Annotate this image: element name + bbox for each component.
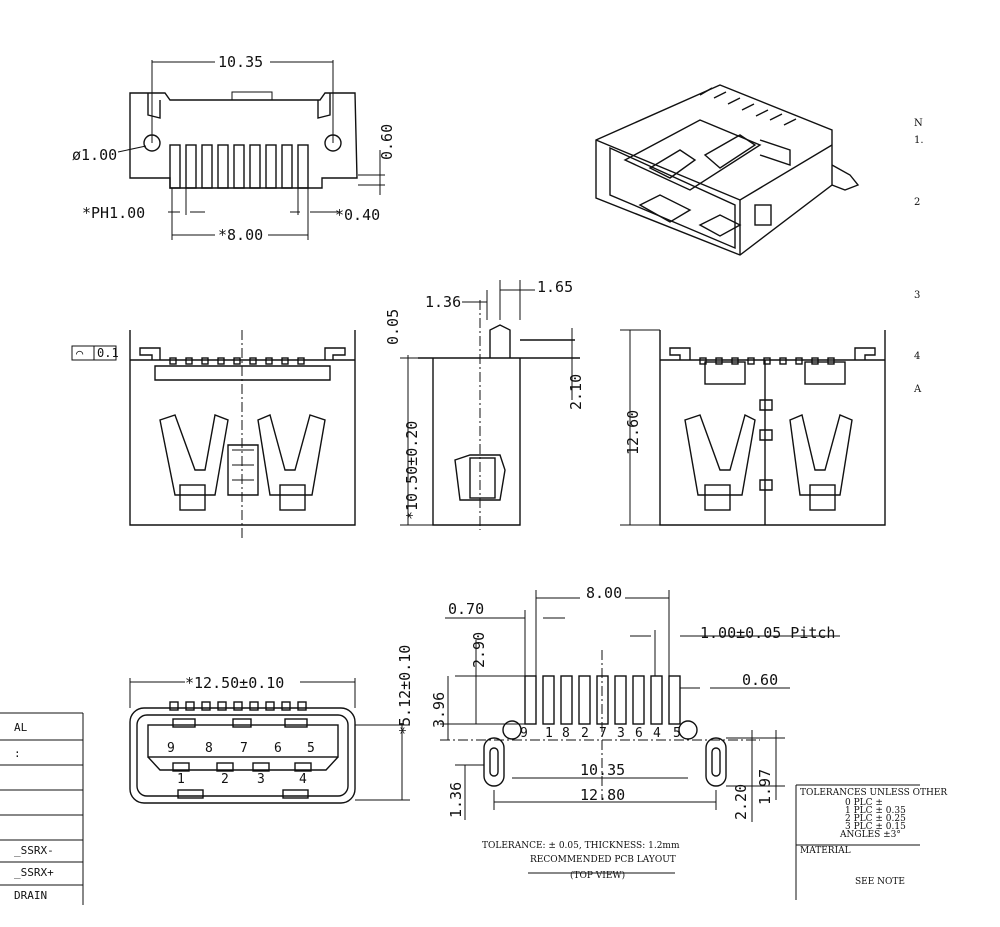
note-line: 2 bbox=[914, 197, 920, 208]
top-width-label: 10.35 bbox=[218, 53, 263, 71]
notes-margin: N 1. 2 3 4 A bbox=[913, 118, 924, 395]
pcb-pin-label: 3 bbox=[617, 726, 625, 741]
pcb-layout bbox=[440, 590, 840, 874]
pitch-label: *PH1.00 bbox=[82, 204, 145, 222]
pcb-pin-label: 8 bbox=[562, 726, 570, 741]
tolerance-header: TOLERANCES UNLESS OTHER bbox=[800, 788, 947, 798]
face-width-label: *12.50±0.10 bbox=[185, 674, 284, 692]
pcb-pin-label: 4 bbox=[653, 726, 661, 741]
pcb-layout-subtitle: (TOP VIEW) bbox=[570, 870, 625, 881]
side-view bbox=[400, 280, 580, 530]
pcb-396-label: 3.96 bbox=[430, 692, 448, 728]
pin-table-cell: DRAIN bbox=[14, 889, 47, 902]
front-view bbox=[71, 330, 356, 540]
flatness-value: 0.1 bbox=[97, 346, 119, 360]
title-block bbox=[795, 784, 920, 900]
material-value: SEE NOTE bbox=[855, 877, 905, 887]
side-210-label: 2.10 bbox=[567, 374, 585, 410]
side-height-label: *10.50±0.20 bbox=[403, 421, 421, 520]
pcb-pin-label: 7 bbox=[599, 726, 607, 741]
pin-table bbox=[0, 712, 84, 905]
pcb-tolerance-note: TOLERANCE: ± 0.05, THICKNESS: 1.2mm bbox=[482, 841, 680, 851]
top-view bbox=[117, 60, 385, 240]
pcb-1280-label: 12.80 bbox=[580, 786, 625, 804]
pcb-1035-label: 10.35 bbox=[580, 761, 625, 779]
side-165-label: 1.65 bbox=[537, 278, 573, 296]
tolerance-line: 2 PLC ± 0.25 bbox=[845, 814, 906, 824]
pin-width-label: *0.40 bbox=[335, 206, 380, 224]
flatness-symbol: ⌒ bbox=[76, 346, 83, 360]
pcb-136-label: 1.36 bbox=[447, 782, 465, 818]
pcb-220-label: 2.20 bbox=[732, 784, 750, 820]
offset-label: 0.60 bbox=[378, 124, 396, 160]
pcb-070-label: 0.70 bbox=[448, 600, 484, 618]
face-pin-label: 9 bbox=[167, 741, 175, 756]
face-pin-label: 2 bbox=[221, 772, 229, 787]
tolerance-line: 1 PLC ± 0.35 bbox=[845, 806, 906, 816]
pcb-pin-label: 1 bbox=[545, 726, 553, 741]
material-label: MATERIAL bbox=[800, 846, 851, 856]
pcb-197-label: 1.97 bbox=[756, 769, 774, 805]
face-height-label: *5.12±0.10 bbox=[396, 645, 414, 735]
note-line: 3 bbox=[914, 290, 920, 301]
note-line: A bbox=[913, 384, 922, 395]
isometric-view bbox=[595, 84, 860, 256]
face-view bbox=[129, 678, 410, 804]
face-pin-label: 5 bbox=[307, 741, 315, 756]
pin-table-cell: : bbox=[14, 747, 21, 760]
tolerance-line: 0 PLC ± bbox=[845, 798, 883, 808]
pcb-pin-label: 6 bbox=[635, 726, 643, 741]
pcb-pin-label: 9 bbox=[520, 726, 528, 741]
rear-height-label: 12.60 bbox=[624, 410, 642, 455]
face-pin-label: 8 bbox=[205, 741, 213, 756]
side-005-label: 0.05 bbox=[384, 309, 402, 345]
hole-diameter-label: ø1.00 bbox=[72, 146, 117, 164]
pcb-pin-label: 2 bbox=[581, 726, 589, 741]
face-pin-label: 1 bbox=[177, 772, 185, 787]
tolerance-line: ANGLES ±3° bbox=[839, 830, 901, 840]
pin-table-cell: _SSRX+ bbox=[14, 866, 54, 879]
face-pin-label: 6 bbox=[274, 741, 282, 756]
span-label: *8.00 bbox=[218, 226, 263, 244]
rear-view bbox=[620, 329, 886, 526]
pcb-span-label: 8.00 bbox=[586, 584, 622, 602]
note-line: 1. bbox=[914, 135, 924, 146]
note-line: 4 bbox=[914, 351, 920, 362]
pin-table-cell: AL bbox=[14, 721, 28, 734]
pcb-290-label: 2.90 bbox=[470, 632, 488, 668]
face-pin-label: 3 bbox=[257, 772, 265, 787]
tolerance-line: 3 PLC ± 0.15 bbox=[845, 822, 906, 832]
pcb-pitch-label: 1.00±0.05 Pitch bbox=[700, 624, 835, 642]
pcb-layout-title: RECOMMENDED PCB LAYOUT bbox=[530, 855, 676, 865]
pcb-pin-label: 5 bbox=[673, 726, 681, 741]
face-pin-label: 4 bbox=[299, 772, 307, 787]
side-136-label: 1.36 bbox=[425, 293, 461, 311]
note-line: N bbox=[914, 118, 923, 129]
face-pin-label: 7 bbox=[240, 741, 248, 756]
pin-table-cell: _SSRX- bbox=[14, 844, 54, 857]
pcb-060-label: 0.60 bbox=[742, 671, 778, 689]
